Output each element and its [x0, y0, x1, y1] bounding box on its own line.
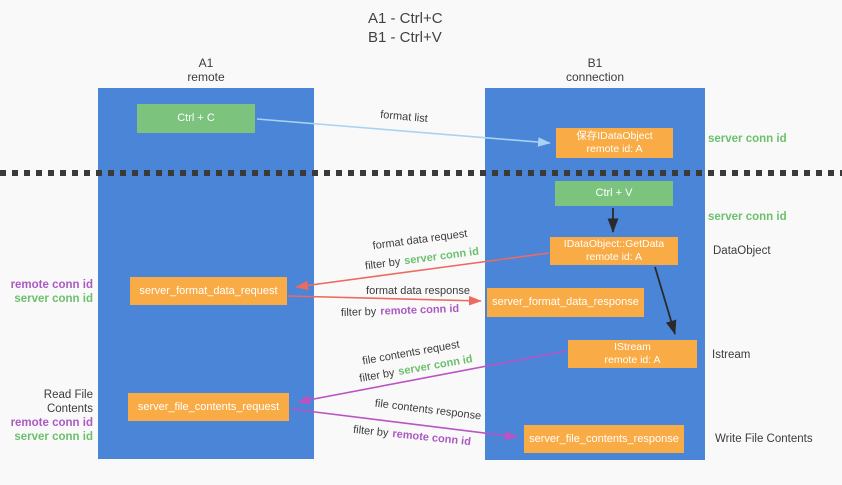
read-file-contents-label: Read File Contents [43, 389, 93, 415]
remote-conn-id-label-top: remote conn id [10, 279, 93, 291]
server-conn-id-label-left-bottom: server conn id [14, 431, 93, 443]
filter-by-remote-conn-id-label-1: filter by remote conn id [340, 302, 460, 320]
server-format-data-response-node: server_format_data_response [487, 288, 644, 317]
format-request-label: server_format_data_request [139, 284, 278, 297]
format-list-label: format list [379, 108, 429, 126]
lane-b1-name: B1 [587, 56, 603, 70]
getdata-line1: IDataObject::GetData [563, 238, 665, 250]
server-conn-id-label-top: server conn id [708, 133, 787, 145]
format-data-response-label: format data response [366, 285, 470, 297]
file-contents-response-label: file contents response [374, 397, 482, 423]
lane-b1-role: connection [565, 70, 625, 84]
istream-node: IStream remote id: A [568, 340, 697, 368]
save-idataobject-line1: 保存IDataObject [576, 130, 653, 142]
server-conn-id-label-mid: server conn id [708, 211, 787, 223]
save-idataobject-line2: remote id: A [586, 143, 643, 155]
server-file-contents-response-node: server_file_contents_response [524, 425, 684, 453]
left-conn-id-stack-top: remote conn id server conn id [11, 278, 93, 306]
diagram-title: A1 - Ctrl+C B1 - Ctrl+V [368, 9, 443, 47]
ctrl-v-node: Ctrl + V [555, 181, 673, 206]
server-file-contents-request-node: server_file_contents_request [128, 393, 289, 421]
dotted-separator-line [0, 170, 842, 176]
left-conn-id-stack-bottom: Read File Contents remote conn id server… [0, 388, 93, 444]
lane-a1-name: A1 [198, 56, 214, 70]
filter-by-remote-conn-id-label-2: filter by remote conn id [352, 423, 472, 449]
getdata-line2: remote id: A [585, 251, 643, 263]
remote-conn-id-label-bottom: remote conn id [10, 417, 93, 429]
save-idataobject-node: 保存IDataObject remote id: A [556, 128, 673, 158]
idataobject-getdata-node: IDataObject::GetData remote id: A [550, 237, 678, 265]
dataobject-label: DataObject [713, 245, 771, 257]
title-line-1: A1 - Ctrl+C [368, 10, 443, 27]
ctrl-c-label: Ctrl + C [177, 112, 215, 124]
title-line-2: B1 - Ctrl+V [368, 29, 442, 46]
file-response-label: server_file_contents_response [529, 432, 679, 445]
ctrl-c-node: Ctrl + C [137, 104, 255, 133]
format-response-label: server_format_data_response [492, 296, 639, 308]
istream-side-label: Istream [712, 349, 751, 361]
lane-header-a1: A1 remote [98, 56, 314, 84]
lane-header-b1: B1 connection [485, 56, 705, 84]
lane-a1-role: remote [187, 70, 225, 84]
istream-line2: remote id: A [604, 354, 661, 366]
file-request-label: server_file_contents_request [137, 400, 280, 413]
server-conn-id-label-left-top: server conn id [14, 293, 93, 305]
server-format-data-request-node: server_format_data_request [130, 277, 287, 305]
ctrl-v-label: Ctrl + V [595, 187, 633, 199]
istream-line1: IStream [614, 341, 651, 353]
write-file-contents-label: Write File Contents [715, 433, 813, 445]
